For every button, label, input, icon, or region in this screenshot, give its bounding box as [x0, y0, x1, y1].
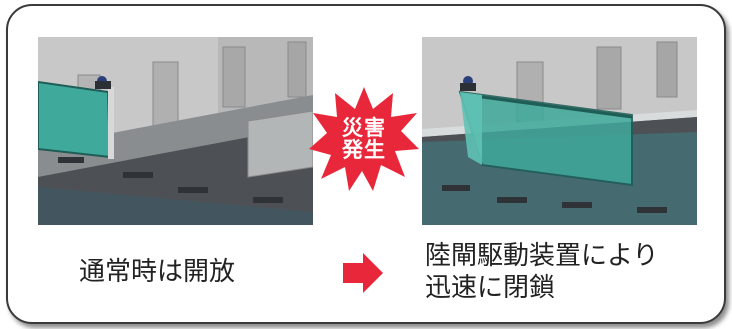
caption-open: 通常時は開放 — [79, 257, 236, 287]
explosion-burst-icon — [309, 87, 419, 191]
gate-open-image — [38, 37, 313, 225]
burst-label-line2: 発生 — [342, 138, 386, 162]
burst-label-line1: 災害 — [342, 116, 386, 140]
right-arrow-icon — [343, 253, 383, 293]
caption-closed-line1: 陸閘駆動装置により — [425, 241, 659, 271]
caption-closed-line2: 迅速に閉鎖 — [425, 273, 556, 303]
gate-closed-image — [422, 37, 697, 225]
